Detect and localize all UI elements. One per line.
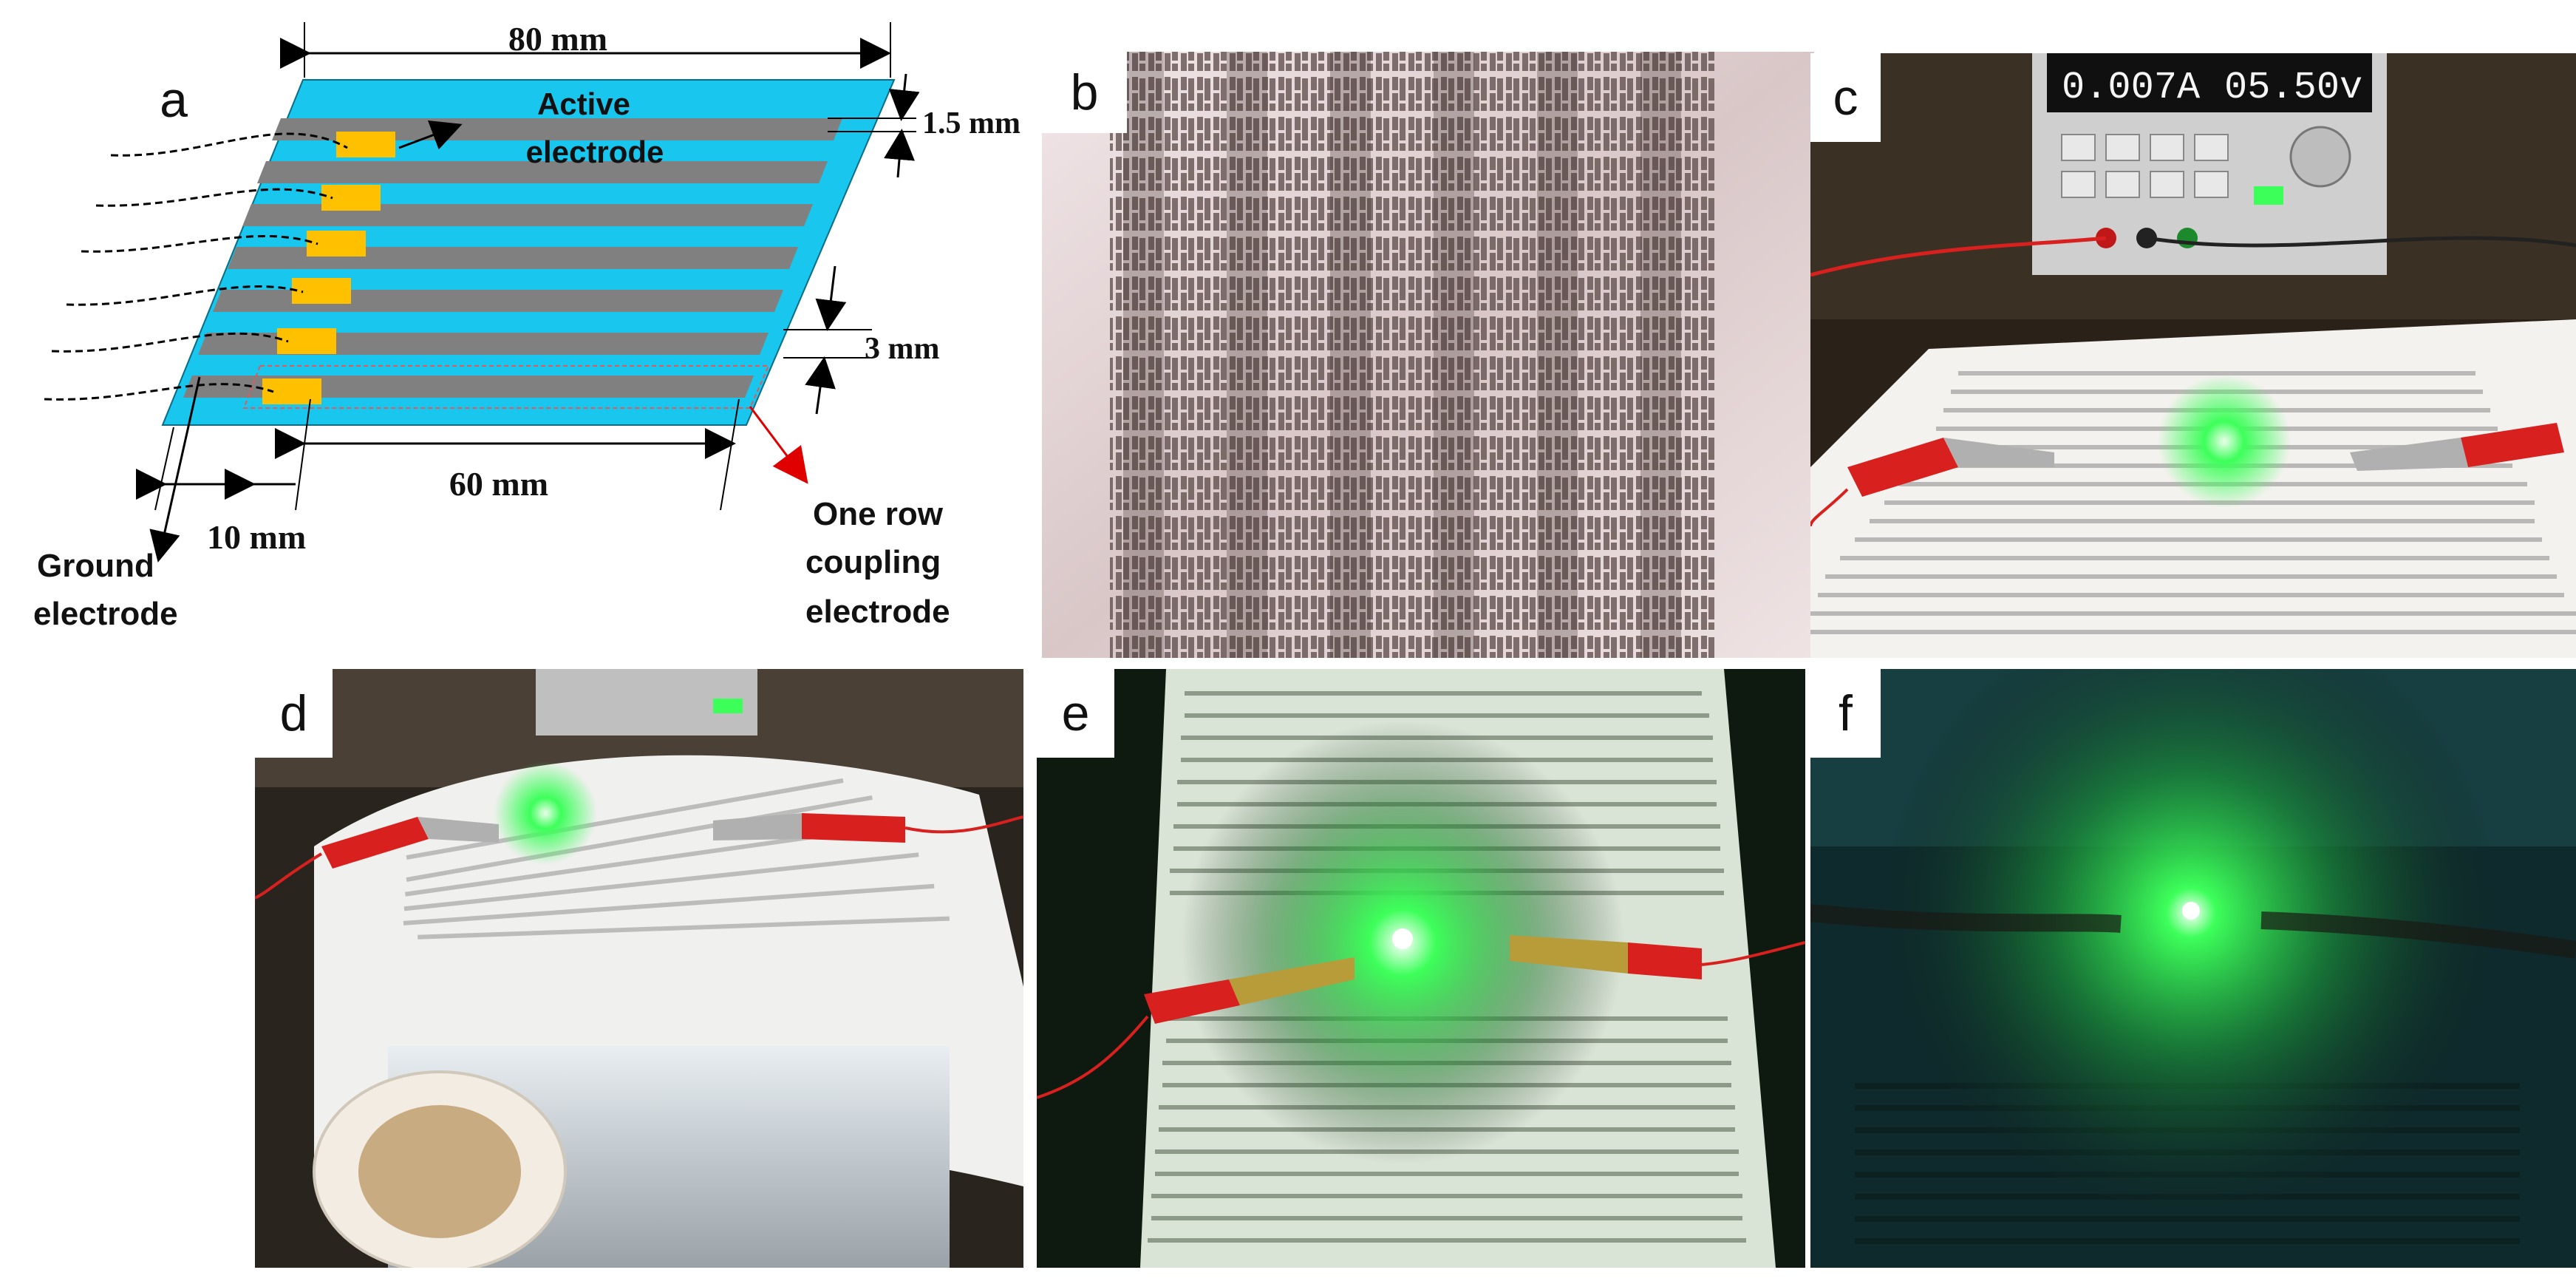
electrode-strip xyxy=(183,376,754,398)
panel-letter-a: a xyxy=(160,72,188,128)
led-on-page-photo xyxy=(1037,669,1805,1268)
electrode-strips xyxy=(183,118,842,398)
electrode-strip xyxy=(272,118,842,140)
bent-paper-photo xyxy=(255,669,1023,1268)
clip-left xyxy=(1847,438,1958,497)
coupling-electrode-label-2: coupling xyxy=(805,544,941,580)
clip-right xyxy=(1628,942,1702,979)
printed-text-photo xyxy=(1042,52,1814,658)
led-glow xyxy=(494,761,597,865)
dark-room-glow-photo xyxy=(1810,669,2576,1268)
electrode-schematic: Active electrode 80 mm 1.5 mm 3 mm 60 mm… xyxy=(33,20,1020,632)
active-electrode-label-2: electrode xyxy=(526,135,664,169)
led-glow xyxy=(2158,375,2291,508)
active-electrode-label-1: Active xyxy=(537,86,630,121)
electrode-strip xyxy=(213,290,783,312)
electrode-strip xyxy=(242,204,813,226)
clip-right xyxy=(802,813,905,843)
panel-letter-b: b xyxy=(1042,52,1127,133)
panel-b-photo: b xyxy=(1042,52,1814,658)
lead-wire xyxy=(110,132,348,157)
pad xyxy=(292,278,351,304)
clip-left xyxy=(1144,979,1240,1024)
panel-letter-d: d xyxy=(255,669,333,758)
coupling-electrode-label-3: electrode xyxy=(805,594,950,630)
pad xyxy=(277,328,336,354)
panel-d-photo: d xyxy=(255,669,1023,1268)
display-panel xyxy=(2047,53,2372,112)
coupling-electrode-label-1: One row xyxy=(813,496,944,532)
led-glow xyxy=(1881,669,2501,1223)
panel-letter-f: f xyxy=(1810,669,1881,758)
gap-dimension-label: 1.5 mm xyxy=(922,106,1020,140)
lead-wire xyxy=(95,188,333,207)
panel-e-photo: e xyxy=(1037,669,1805,1268)
current-readout: 0.007A xyxy=(2062,66,2201,109)
ground-electrode-label-1: Ground xyxy=(37,548,154,584)
pad xyxy=(307,231,366,257)
clip-left xyxy=(321,817,429,869)
voltage-readout: 05.50v xyxy=(2224,66,2362,109)
electrode-strip xyxy=(257,161,828,183)
lead-wire xyxy=(66,285,304,306)
adjust-knob xyxy=(2289,126,2351,188)
lead-wire xyxy=(51,332,289,353)
clip-right xyxy=(2461,423,2564,467)
ground-electrode-label-2: electrode xyxy=(33,596,178,632)
panel-a-diagram: Active electrode 80 mm 1.5 mm 3 mm 60 mm… xyxy=(0,0,1035,651)
panel-letter-c: c xyxy=(1810,53,1881,142)
lead-wire xyxy=(81,234,318,253)
lead-wire xyxy=(44,383,274,401)
offset-dimension-label: 10 mm xyxy=(207,518,306,556)
width-dimension-label: 80 mm xyxy=(508,20,607,58)
length-dimension-label: 60 mm xyxy=(449,465,548,503)
electrode-strip xyxy=(228,247,798,269)
panel-f-photo: f xyxy=(1810,669,2576,1268)
power-supply-buttons xyxy=(2061,134,2229,198)
pad xyxy=(321,185,381,211)
power-supply-photo: 0.007A 05.50v xyxy=(1810,53,2576,658)
pad xyxy=(336,132,395,157)
lead-wires xyxy=(44,132,348,401)
electrode-shadow-bands xyxy=(1123,52,1681,658)
panel-c-photo: 0.007A 05.50v xyxy=(1810,53,2576,658)
pitch-dimension-label: 3 mm xyxy=(865,332,939,366)
panel-letter-e: e xyxy=(1037,669,1114,758)
output-indicator xyxy=(2254,186,2283,205)
electrode-strip xyxy=(198,333,769,355)
